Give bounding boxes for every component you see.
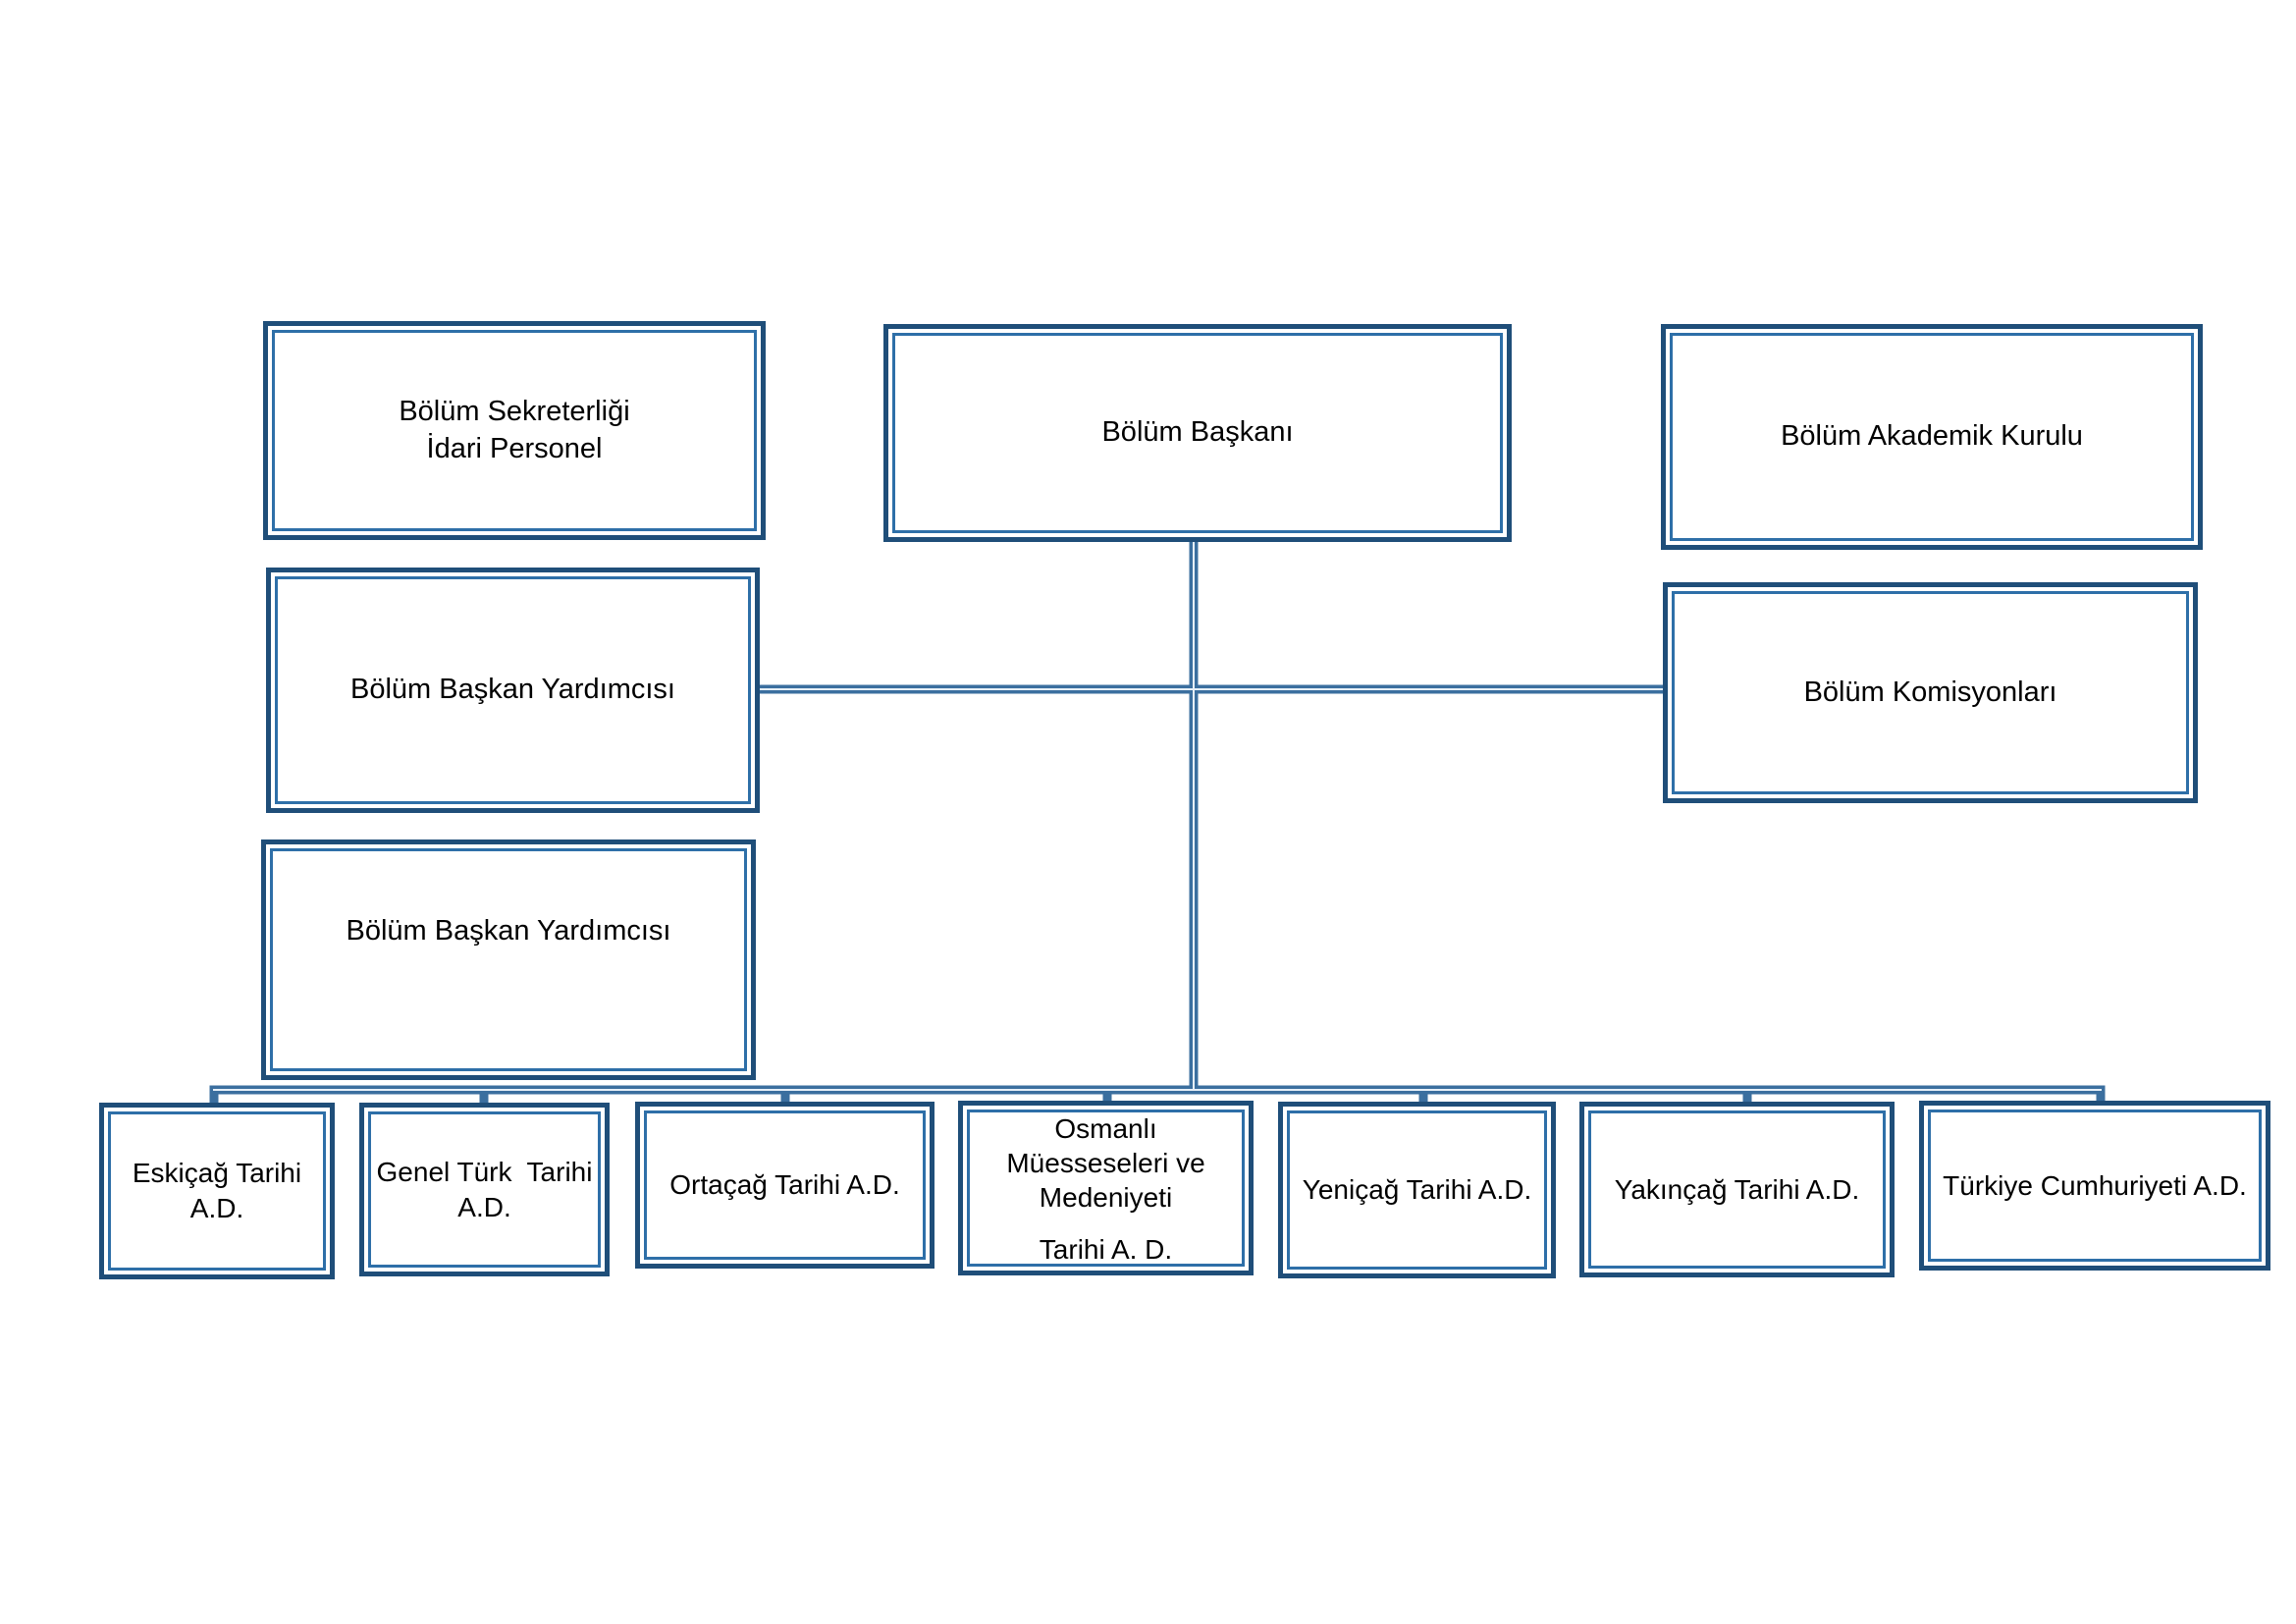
akademik-kurul-label: Bölüm Akademik Kurulu [1781,420,2083,453]
department-line: Yakınçağ Tarihi A.D. [1614,1173,1860,1205]
sekreterlik-label: Bölüm Sekreterliği [399,395,630,427]
akademik-kurul-box: Bölüm Akademik Kurulu [1661,324,2203,550]
bolum-baskani-label: Bölüm Başkanı [1101,416,1294,449]
idari-personel-label: İdari Personel [426,432,603,464]
department-line: Osmanlı [1054,1113,1157,1144]
department-line: Genel Türk Tarihi [376,1156,593,1187]
department-box-genel-turk: Genel Türk Tarihi A.D. [359,1103,610,1276]
sekreterlik-box: Bölüm Sekreterliği İdari Personel [263,321,766,540]
department-line: Müesseseleri ve [1006,1148,1205,1178]
department-box-yakincag: Yakınçağ Tarihi A.D. [1579,1102,1895,1277]
department-line: Medeniyeti [1039,1182,1173,1213]
komisyonlar-label: Bölüm Komisyonları [1803,676,2057,708]
bolum-baskani-box: Bölüm Başkanı [883,324,1512,542]
department-line: Tarihi A. D. [1039,1234,1173,1265]
department-line: Eskiçağ Tarihi [132,1158,302,1189]
department-line: A.D. [189,1193,244,1223]
baskan-yardimcisi-box-1: Bölüm Başkan Yardımcısı [266,568,760,813]
department-box-osmanli: Osmanlı Müesseseleri ve Medeniyeti Tarih… [958,1101,1254,1275]
baskan-yardimcisi-label-1: Bölüm Başkan Yardımcısı [350,674,675,706]
department-box-ortacag: Ortaçağ Tarihi A.D. [635,1102,934,1269]
department-line: Türkiye Cumhuriyeti A.D. [1943,1169,2247,1201]
baskan-yardimcisi-label-2: Bölüm Başkan Yardımcısı [346,915,671,947]
department-line: Yeniçağ Tarihi A.D. [1302,1174,1532,1206]
komisyonlar-box: Bölüm Komisyonları [1663,582,2198,803]
department-line: Ortaçağ Tarihi A.D. [669,1169,900,1201]
department-line: A.D. [457,1191,511,1222]
department-box-turkiye-cumhuriyeti: Türkiye Cumhuriyeti A.D. [1919,1101,2270,1271]
baskan-yardimcisi-box-2: Bölüm Başkan Yardımcısı [261,839,756,1080]
department-box-yenicag: Yeniçağ Tarihi A.D. [1278,1102,1556,1278]
department-box-eskicag: Eskiçağ Tarihi A.D. [99,1103,335,1279]
